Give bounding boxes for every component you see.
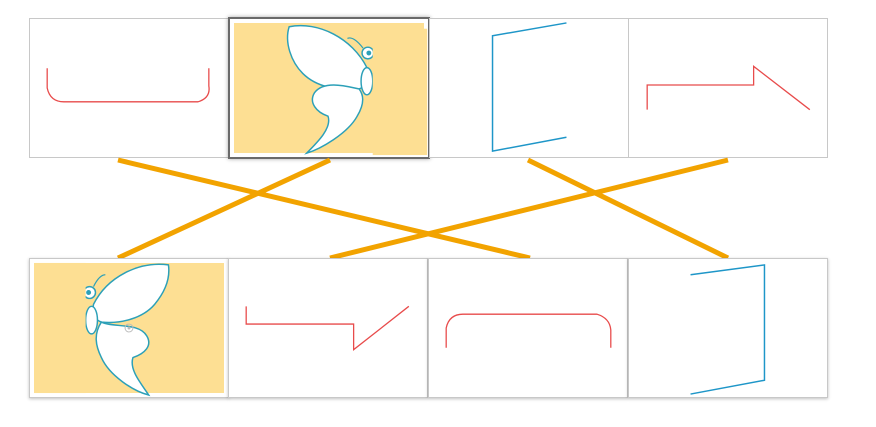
red-step-line-icon	[646, 65, 811, 111]
bottom-card-step-line[interactable]	[228, 258, 428, 398]
top-card-bracket[interactable]	[29, 18, 229, 158]
bracket-red-icon	[445, 313, 612, 348]
blue-parallelogram-half-icon	[491, 22, 567, 152]
connector-line	[526, 157, 730, 261]
connector-line	[117, 157, 531, 261]
bottom-card-bracket[interactable]	[428, 258, 628, 398]
red-step-line-icon	[245, 305, 410, 352]
top-card-parallelogram[interactable]	[429, 18, 629, 158]
connector-line	[116, 157, 332, 261]
connector-line	[329, 157, 729, 261]
top-card-butterfly[interactable]	[228, 17, 430, 159]
butterfly-half-icon	[286, 25, 428, 156]
bottom-card-butterfly[interactable]	[29, 258, 229, 398]
bracket-red-icon	[46, 68, 210, 103]
top-card-step-line[interactable]	[628, 18, 828, 158]
blue-parallelogram-half-icon	[690, 264, 766, 395]
bottom-card-parallelogram[interactable]	[628, 258, 828, 398]
butterfly-half-icon	[34, 262, 170, 397]
